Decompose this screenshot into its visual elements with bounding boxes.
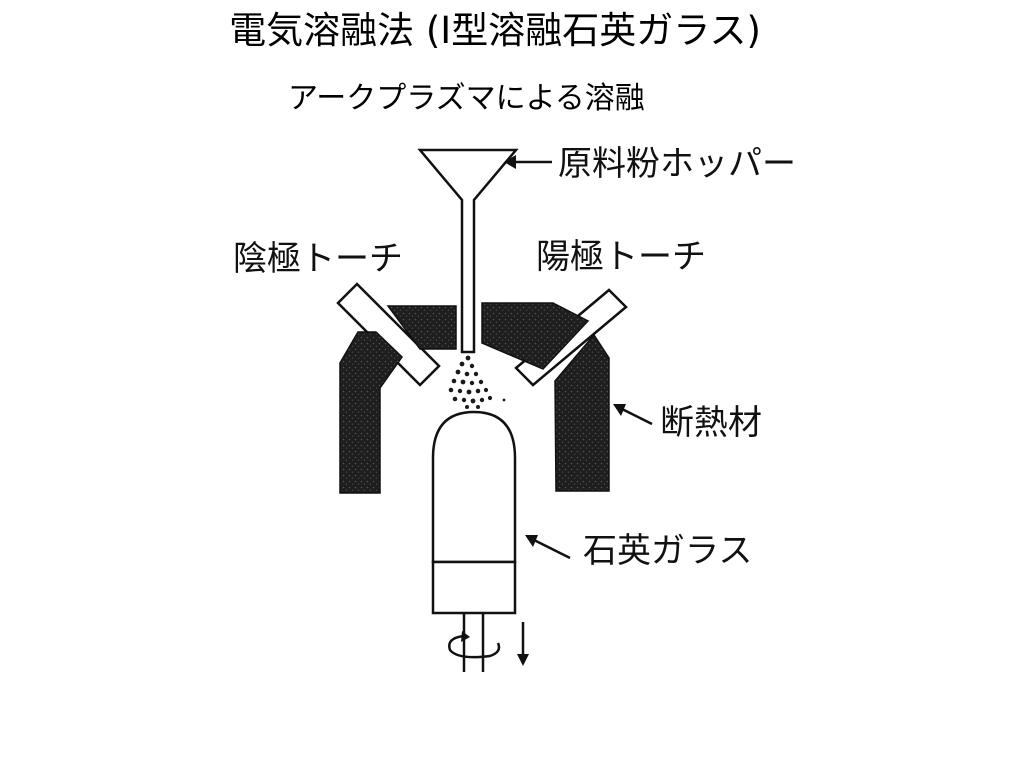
insulation-label: 断熱材	[660, 403, 762, 443]
slide-title: 電気溶融法 (Ⅰ型溶融石英ガラス)	[229, 9, 761, 52]
support-rod	[462, 613, 485, 672]
insulation-top-left	[386, 305, 457, 350]
quartz-glass-ingot	[431, 410, 517, 615]
insulation-left-wall	[339, 331, 403, 494]
insulation-right-wall	[554, 333, 610, 492]
insulation-top-right	[481, 302, 590, 370]
ingot-holder	[431, 560, 517, 615]
rotation-arrow-icon	[448, 631, 501, 659]
withdraw-arrow-icon	[517, 622, 529, 666]
hopper-label: 原料粉ホッパー	[558, 144, 796, 184]
leader-arrows	[504, 155, 653, 560]
anode-torch-label: 陽極トーチ	[536, 237, 706, 277]
cathode-torch-label: 陰極トーチ	[233, 239, 403, 279]
slide-subtitle: アークプラズマによる溶融	[288, 81, 645, 116]
quartz-glass-label: 石英ガラス	[583, 531, 752, 571]
powder-hopper	[417, 148, 519, 354]
insulation-blocks	[339, 302, 610, 494]
powder-particles	[448, 355, 506, 409]
